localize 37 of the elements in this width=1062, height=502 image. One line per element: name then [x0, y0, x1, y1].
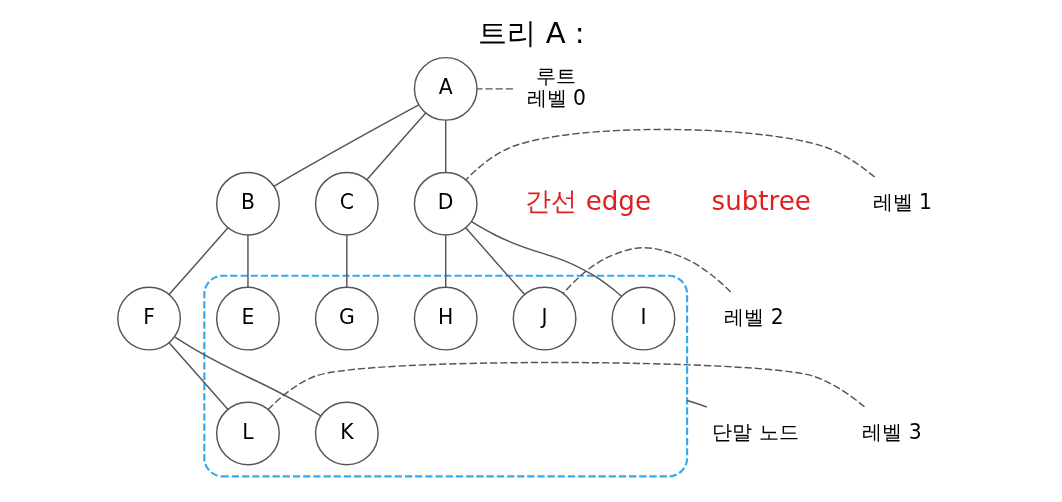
connector — [465, 128, 875, 181]
connector — [444, 234, 446, 288]
node-circle: J — [512, 286, 577, 351]
connector — [476, 88, 514, 90]
connector — [562, 246, 731, 295]
connector — [345, 234, 348, 288]
connector — [167, 227, 229, 296]
node-circle: E — [215, 286, 280, 351]
connector — [272, 104, 419, 188]
node-text: 레벨 1 — [872, 190, 932, 215]
label: subtree — [711, 186, 811, 217]
connector — [365, 112, 426, 181]
diagram-title: 트리 A : — [477, 16, 585, 51]
connector — [444, 119, 446, 173]
node-circle: F — [116, 286, 181, 351]
connector — [464, 227, 525, 296]
node-text: 레벨 2 — [723, 304, 784, 329]
node-circle: K — [314, 401, 379, 466]
label: 간선 edge — [524, 186, 651, 217]
cluster — [202, 274, 688, 478]
node-circle: C — [314, 171, 379, 236]
connector — [267, 361, 865, 410]
node-text: 단말 노드 — [711, 419, 799, 444]
node-circle: D — [413, 171, 478, 236]
node-circle: I — [610, 286, 675, 351]
node-text: 루트 레벨 0 — [526, 64, 586, 111]
node-circle: G — [314, 286, 379, 351]
connector — [246, 234, 249, 288]
node-circle: B — [215, 171, 280, 236]
node-circle: A — [413, 56, 478, 121]
connector — [173, 336, 322, 417]
connector — [167, 342, 229, 411]
node-circle: H — [413, 286, 478, 351]
connector — [470, 221, 622, 297]
connector — [685, 399, 708, 408]
node-text: 레벨 3 — [861, 419, 922, 444]
node-circle: L — [215, 401, 280, 466]
